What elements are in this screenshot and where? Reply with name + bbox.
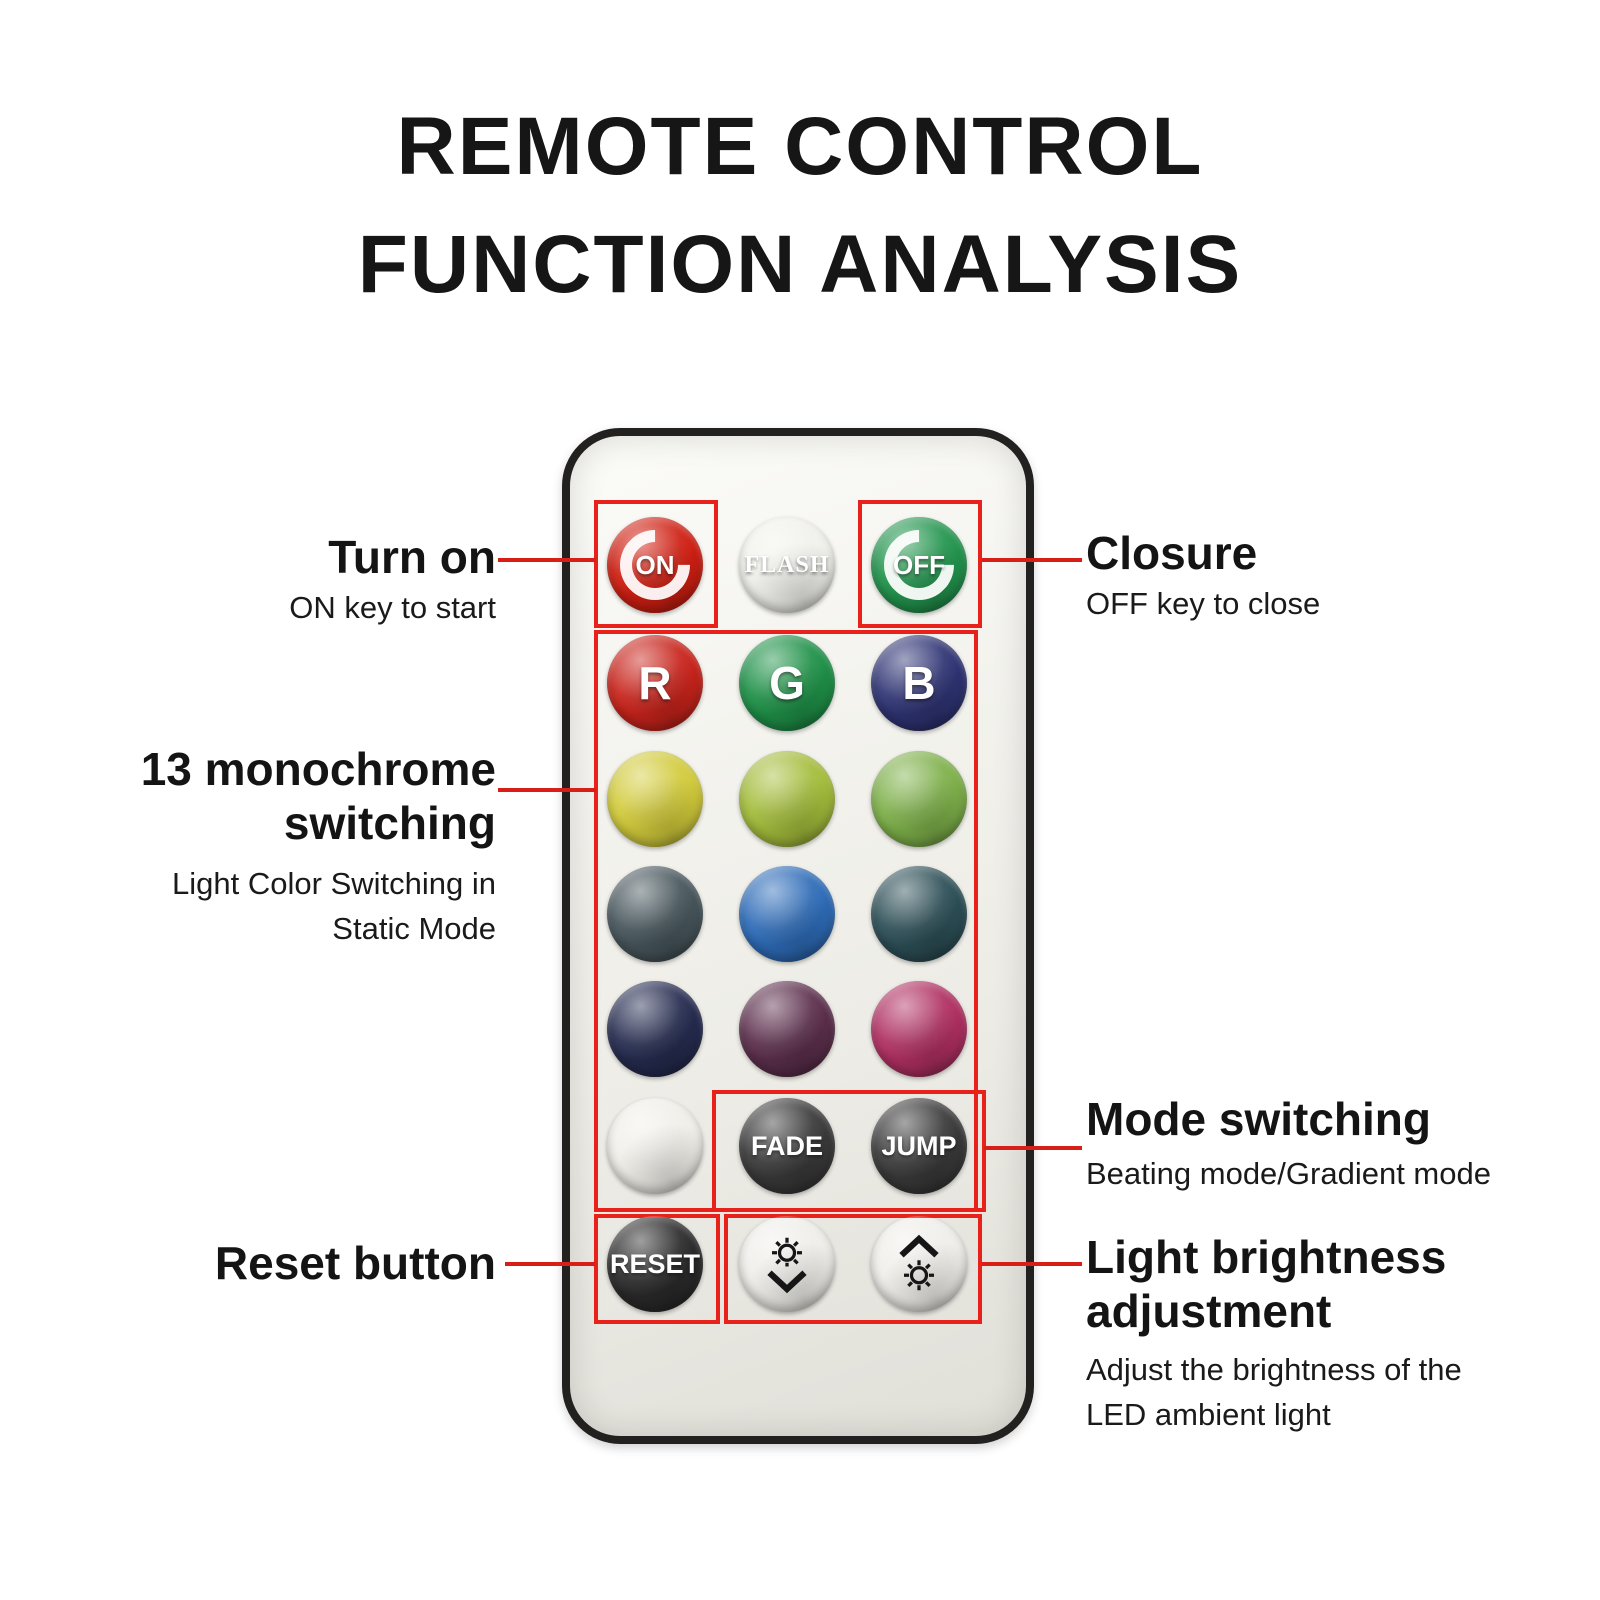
callout-line-brightness xyxy=(982,1262,1082,1266)
sun-with-down-chevron-icon xyxy=(767,1237,807,1294)
button-reset: RESET xyxy=(607,1216,703,1312)
callout-line-turn-on xyxy=(498,558,596,562)
button-off-label: OFF xyxy=(893,549,945,580)
callout-line-mode xyxy=(984,1146,1082,1150)
sun-with-up-chevron-icon xyxy=(899,1234,939,1291)
button-red-r: R xyxy=(607,635,703,731)
button-fade-label: FADE xyxy=(750,1130,823,1161)
annotation-monochrome-sub: Light Color Switching in Static Mode xyxy=(172,866,496,946)
button-flash-label: FLASH xyxy=(744,551,830,578)
callout-line-reset xyxy=(505,1262,595,1266)
button-jump-label: JUMP xyxy=(881,1130,957,1161)
annotation-reset-label: Reset button xyxy=(214,1237,496,1289)
annotation-turn-on-label: Turn on xyxy=(328,531,496,583)
button-teal xyxy=(871,866,967,962)
page-title-line-1: REMOTE CONTROL xyxy=(396,101,1204,192)
annotation-closure-sub: OFF key to close xyxy=(1086,586,1321,621)
button-b-label: B xyxy=(902,657,936,709)
annotation-brightness-sub: Adjust the brightness of the LED ambient… xyxy=(1086,1352,1462,1432)
button-off: OFF xyxy=(869,515,969,615)
button-white xyxy=(607,1098,703,1194)
annotation-monochrome-label: 13 monochrome switching xyxy=(140,743,496,850)
button-flash: FLASH xyxy=(739,517,835,613)
button-on-label: ON xyxy=(635,549,675,580)
annotation-closure-label: Closure xyxy=(1086,527,1258,579)
highlight-box-off xyxy=(858,500,982,628)
annotation-mode-label: Mode switching xyxy=(1086,1093,1431,1145)
button-on: ON xyxy=(605,515,705,615)
button-brightness-up xyxy=(871,1216,967,1312)
highlight-box-mode xyxy=(712,1090,986,1212)
highlight-box-brightness xyxy=(724,1214,982,1324)
button-fade: FADE xyxy=(739,1098,835,1194)
button-plum xyxy=(739,981,835,1077)
button-blue xyxy=(739,866,835,962)
annotation-mode-sub: Beating mode/Gradient mode xyxy=(1086,1156,1491,1191)
button-brightness-down xyxy=(739,1216,835,1312)
highlight-box-on xyxy=(594,500,718,628)
button-r-label: R xyxy=(638,657,672,709)
button-g-label: G xyxy=(769,657,805,709)
button-yellow xyxy=(607,751,703,847)
callout-line-monochrome xyxy=(498,788,596,792)
button-yellow-green xyxy=(739,751,835,847)
annotation-brightness-label: Light brightness adjustment xyxy=(1086,1231,1447,1338)
button-jump: JUMP xyxy=(871,1098,967,1194)
button-blue-b: B xyxy=(871,635,967,731)
button-green-g: G xyxy=(739,635,835,731)
annotation-turn-on-sub: ON key to start xyxy=(289,590,496,625)
callout-line-closure xyxy=(982,558,1082,562)
page-title-line-2: FUNCTION ANALYSIS xyxy=(357,219,1243,310)
button-slate xyxy=(607,866,703,962)
button-reset-label: RESET xyxy=(609,1248,701,1279)
button-green xyxy=(871,751,967,847)
button-navy xyxy=(607,981,703,1077)
button-magenta xyxy=(871,981,967,1077)
